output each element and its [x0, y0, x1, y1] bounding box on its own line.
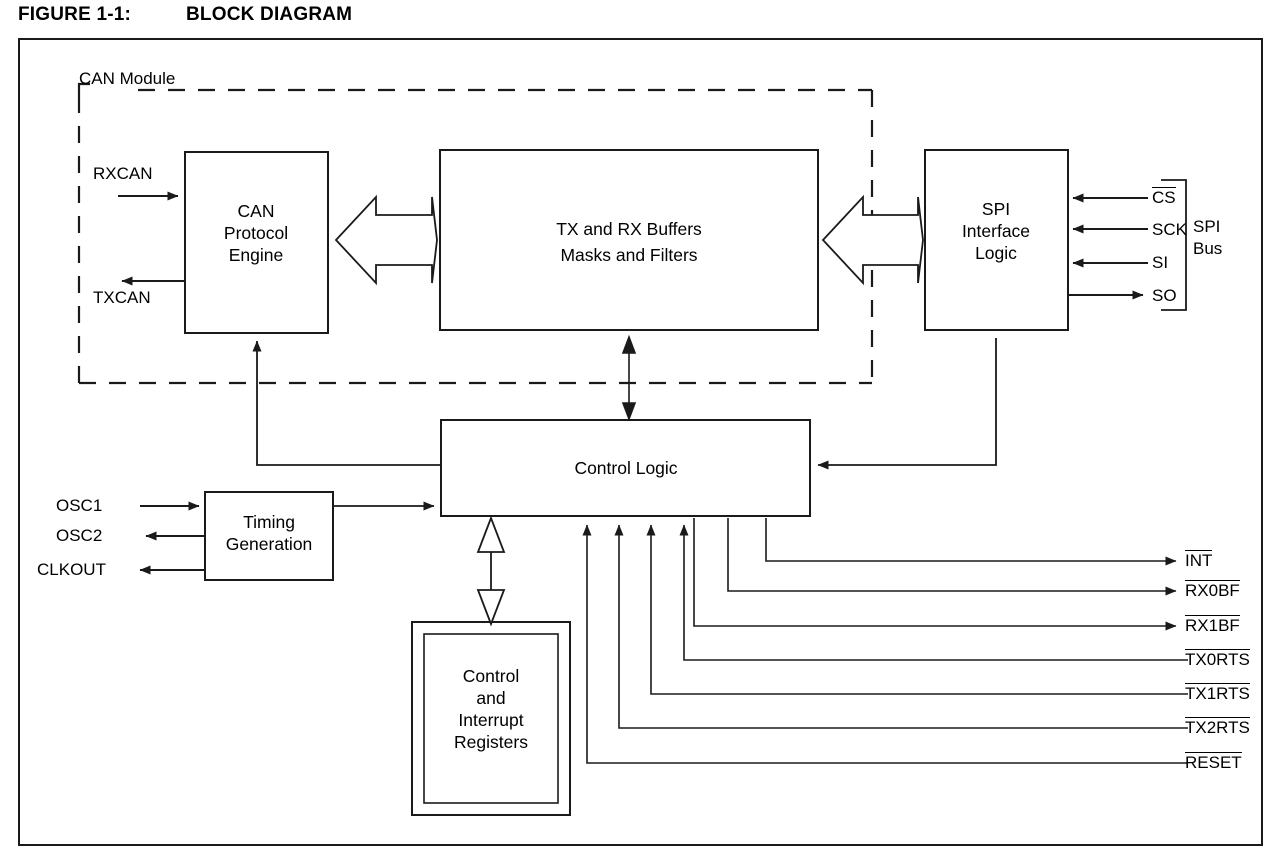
- pin-label-rx1bf: RX1BF: [1185, 615, 1240, 635]
- can-protocol-engine-line-1: CAN: [237, 201, 275, 221]
- figure-title: BLOCK DIAGRAM: [186, 4, 353, 25]
- pin-label-tx2rts: TX2RTS: [1185, 717, 1250, 737]
- pin-label-reset: RESET: [1185, 752, 1242, 772]
- spi-bus-label-line-1: SPI: [1193, 217, 1221, 236]
- spi-interface-logic-line-2: Interface: [961, 221, 1031, 241]
- spi-interface-logic-line-1: SPI: [981, 199, 1011, 219]
- pin-label-cs: CS: [1152, 187, 1176, 207]
- tx-rx-buffers-line-1: TX and RX Buffers: [556, 219, 702, 239]
- pin-label-si: SI: [1152, 253, 1169, 272]
- control-interrupt-registers-line-1: Control: [462, 666, 520, 686]
- pin-label-rx0bf: RX0BF: [1185, 580, 1240, 600]
- pin-label-txcan: TXCAN: [93, 288, 151, 307]
- pin-label-osc1: OSC1: [56, 496, 103, 515]
- pin-label-int: INT: [1185, 550, 1213, 570]
- figure-label: FIGURE 1-1:: [18, 4, 132, 25]
- timing-generation-line-2: Generation: [225, 534, 313, 554]
- figure-frame: [18, 38, 1263, 846]
- control-interrupt-registers-line-4: Registers: [454, 732, 528, 752]
- spi-bus-label-line-2: Bus: [1193, 239, 1223, 258]
- control-interrupt-registers-line-3: Interrupt: [458, 710, 524, 730]
- timing-generation-line-1: Timing: [243, 512, 295, 532]
- tx-rx-buffers-line-2: Masks and Filters: [560, 245, 698, 265]
- pin-label-tx0rts: TX0RTS: [1185, 649, 1250, 669]
- pin-label-sck: SCK: [1152, 220, 1187, 239]
- pin-label-rxcan: RXCAN: [93, 164, 153, 183]
- control-interrupt-registers-line-2: and: [476, 688, 506, 708]
- spi-interface-logic-line-3: Logic: [975, 243, 1017, 263]
- can-protocol-engine-line-3: Engine: [228, 245, 284, 265]
- pin-label-so: SO: [1152, 286, 1177, 305]
- pin-label-clkout: CLKOUT: [37, 560, 106, 579]
- pin-label-tx1rts: TX1RTS: [1185, 683, 1250, 703]
- can-protocol-engine-line-2: Protocol: [223, 223, 289, 243]
- figure-caption: FIGURE 1-1: BLOCK DIAGRAM: [18, 4, 1263, 32]
- control-logic-label: Control Logic: [574, 458, 678, 478]
- pin-label-osc2: OSC2: [56, 526, 103, 545]
- can-module-label: CAN Module: [79, 69, 176, 88]
